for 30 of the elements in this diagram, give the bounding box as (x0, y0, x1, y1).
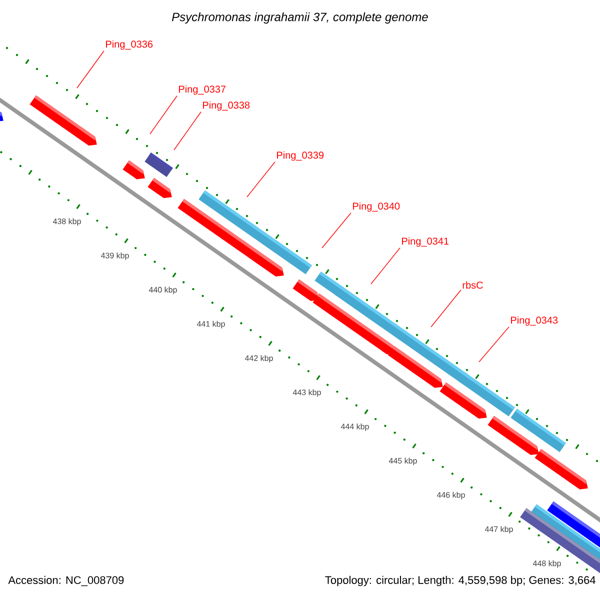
gene-label: Ping_0336 (106, 40, 153, 50)
leader-line (370, 248, 400, 284)
leader-line (174, 112, 202, 150)
leader-line (430, 290, 462, 328)
ruler-label: 447 kbp (484, 526, 513, 534)
gene-label: Ping_0339 (277, 151, 324, 161)
gene-label: rbsC (462, 281, 483, 289)
gene-label: Ping_0340 (353, 202, 400, 212)
ruler-label: 446 kbp (436, 492, 465, 500)
ruler-label: 448 kbp (532, 560, 561, 568)
accession-text: Accession: NC_008709 (8, 576, 124, 586)
ruler-label: 439 kbp (100, 252, 129, 260)
ruler-label: 445 kbp (388, 458, 417, 466)
ruler-label: 444 kbp (340, 423, 369, 431)
title: Psychromonas ingrahamii 37, complete genome (172, 12, 428, 24)
ruler-label: 441 kbp (196, 320, 225, 328)
leader-line (246, 162, 276, 198)
gene-label: Ping_0337 (179, 85, 226, 95)
gene-label: Ping_0343 (511, 316, 558, 326)
ruler-label: 440 kbp (148, 286, 177, 294)
leader-line (322, 212, 352, 248)
leader-line (478, 326, 510, 362)
gene-label: Ping_0341 (402, 237, 449, 247)
leader-line (150, 96, 178, 134)
ruler-label: 443 kbp (292, 389, 321, 397)
ruler-label: 442 kbp (244, 355, 273, 363)
ruler-label: 438 kbp (52, 218, 81, 226)
genome-info-text: Topology: circular; Length: 4,559,598 bp; Genes: 3,664 (325, 576, 596, 586)
gene-label: Ping_0338 (203, 101, 250, 111)
leader-line (76, 50, 104, 88)
